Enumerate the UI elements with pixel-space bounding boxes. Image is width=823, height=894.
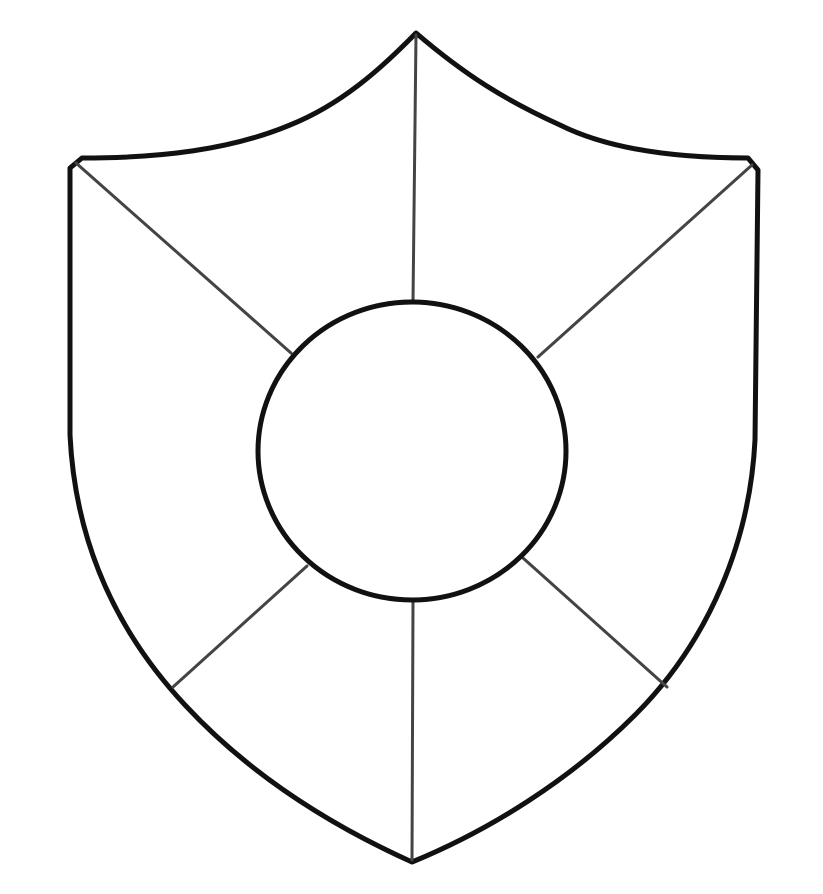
divider-upper-right (536, 163, 754, 359)
center-circle (255, 299, 569, 603)
divider-bottom (410, 599, 415, 862)
divider-top (411, 33, 418, 304)
divider-lower-left (171, 564, 309, 689)
divider-lower-right (521, 556, 669, 689)
divider-upper-left (74, 161, 293, 355)
